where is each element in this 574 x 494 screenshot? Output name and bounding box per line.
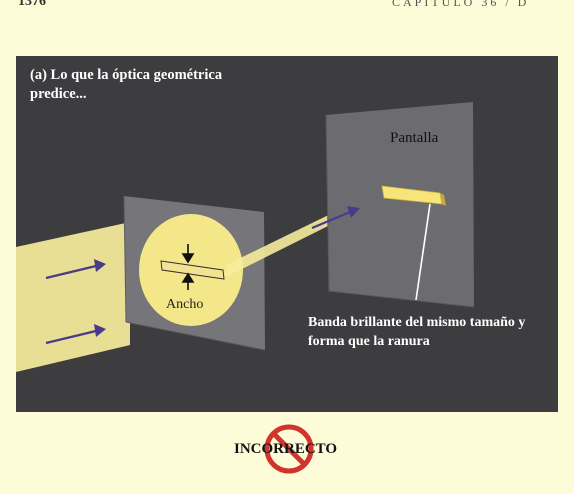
screen-label: Pantalla: [390, 130, 439, 146]
slit: [160, 260, 225, 280]
page-header: 1376 CAPÍTULO 36 / D: [0, 0, 574, 10]
band-pointer: [415, 203, 431, 301]
direction-arrows: [45, 206, 360, 345]
incoming-light-beam: [16, 222, 130, 372]
prohibition-icon: [264, 424, 314, 474]
chapter-title: CAPÍTULO 36 / D: [392, 0, 530, 9]
width-label: Ancho: [166, 297, 204, 312]
figure-caption: (a) Lo que la óptica geométrica predice.…: [30, 67, 223, 102]
band-label: Banda brillante del mismo tamaño y forma…: [308, 315, 526, 349]
verdict-label: INCORRECTO: [234, 441, 338, 457]
page-number: 1376: [18, 0, 46, 9]
screen: [326, 102, 474, 307]
width-arrows: [181, 244, 195, 290]
